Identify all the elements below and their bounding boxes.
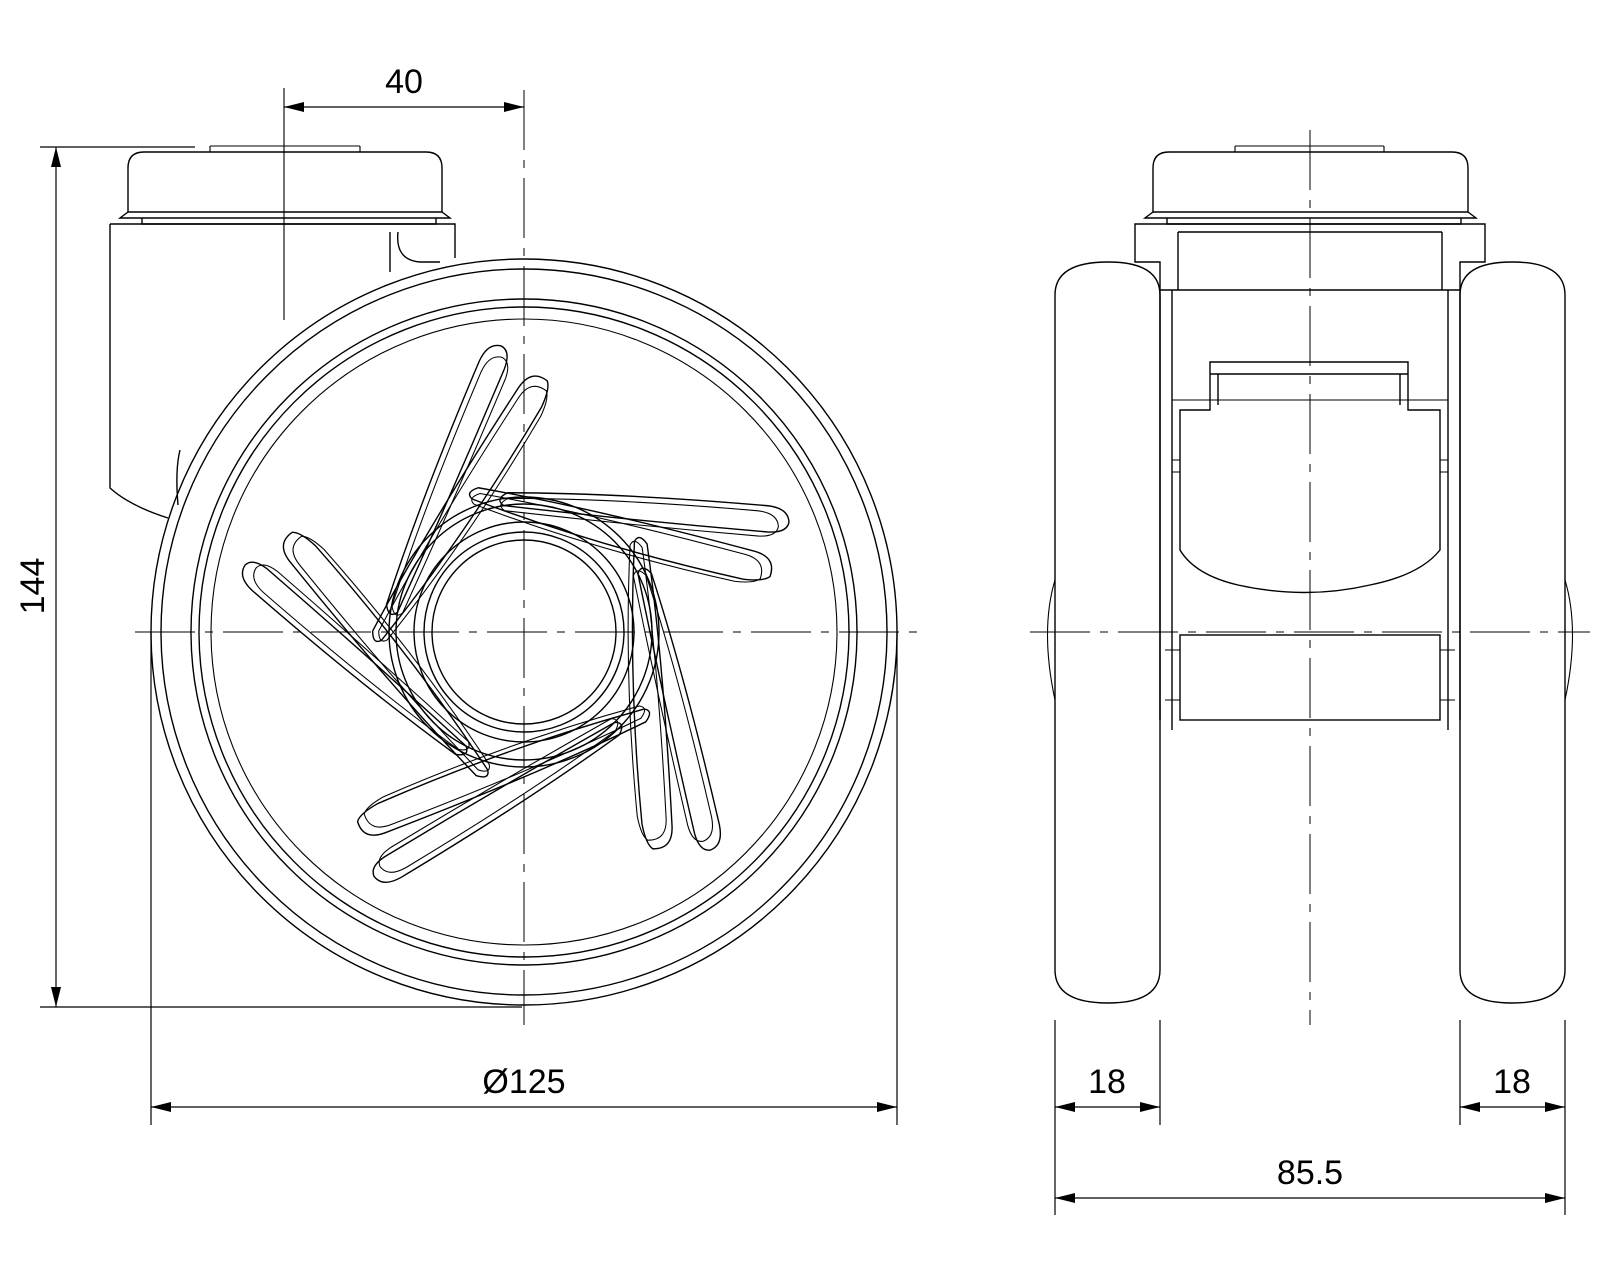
- wheel-spokes: [241, 344, 790, 884]
- front-right-wheel: [1459, 261, 1574, 1004]
- height-label: 144: [14, 558, 52, 615]
- overall-width-label: 85.5: [1277, 1154, 1343, 1192]
- front-left-wheel: [1046, 261, 1161, 1004]
- dimension-right-tread: 18: [1459, 1020, 1566, 1215]
- wheel-spoke: [282, 531, 489, 778]
- wheel-spoke: [371, 375, 549, 643]
- wheel-spoke-inner: [378, 718, 619, 873]
- dimension-left-tread: 18: [1054, 1020, 1161, 1215]
- wheel-spoke-inner: [363, 705, 646, 828]
- wheel-spoke: [637, 567, 722, 851]
- offset-label: 40: [385, 63, 423, 101]
- wheel-spoke-inner: [632, 570, 714, 842]
- wheel-spoke-inner: [253, 564, 470, 751]
- wheel-diameter-label: Ø125: [482, 1063, 565, 1101]
- wheel-spoke-inner: [471, 492, 763, 583]
- wheel-spoke: [385, 344, 508, 616]
- fork-housing: [109, 223, 456, 519]
- front-view: 18 18 85.5: [1030, 130, 1590, 1215]
- dimension-offset: 40: [284, 63, 524, 112]
- wheel-spoke: [631, 536, 673, 850]
- wheel-spoke: [372, 721, 623, 884]
- wheel-spoke: [241, 561, 468, 756]
- wheel-spoke-inner: [378, 385, 548, 642]
- wheel-spoke: [499, 492, 790, 533]
- dimension-wheel-diameter: Ø125: [150, 632, 898, 1125]
- dimension-height: 144: [14, 146, 522, 1008]
- wheel-spoke: [468, 487, 773, 581]
- front-fork: [1134, 223, 1486, 730]
- wheel-spoke: [356, 708, 651, 836]
- right-tread-label: 18: [1493, 1063, 1531, 1101]
- wheel-spoke-inner: [627, 540, 667, 841]
- left-tread-label: 18: [1088, 1063, 1126, 1101]
- wheel-spoke-inner: [391, 356, 509, 616]
- side-view: 40 144 Ø125: [14, 63, 920, 1125]
- dimension-overall-width: 85.5: [1055, 1154, 1565, 1203]
- swivel-top-cap: [117, 145, 453, 225]
- wheel-spoke-inner: [292, 535, 490, 772]
- wheel-spoke-inner: [500, 497, 779, 537]
